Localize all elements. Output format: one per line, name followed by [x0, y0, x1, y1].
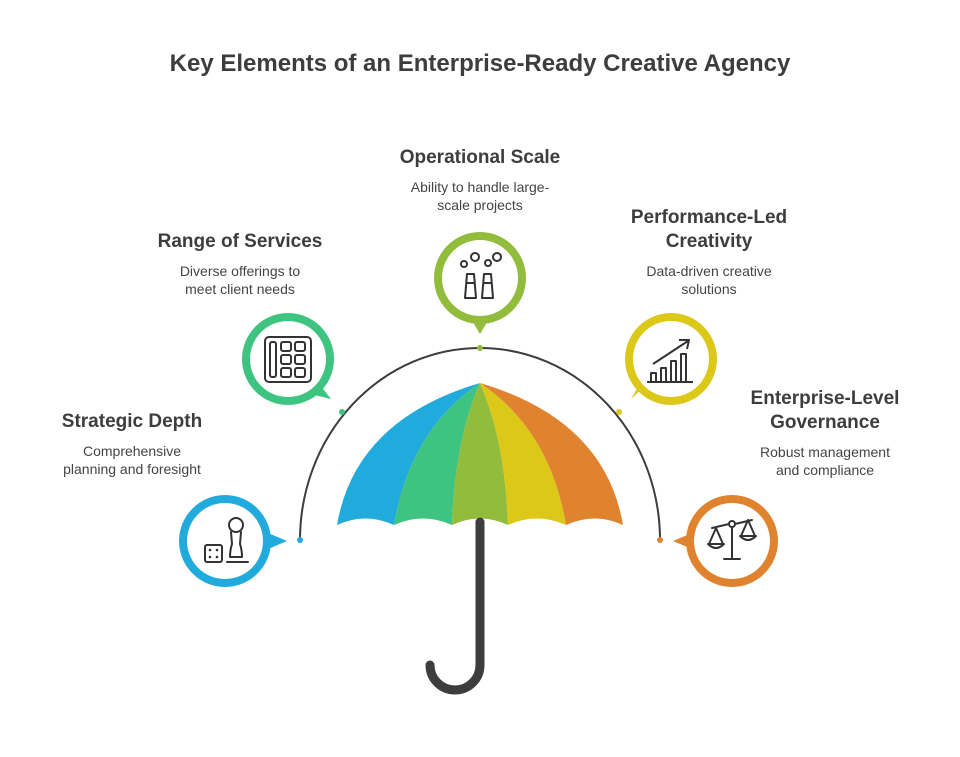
palette-grid-icon — [264, 336, 312, 383]
canopy-panel-green — [394, 383, 480, 525]
arc-dot-orange — [657, 537, 663, 543]
arc-dot-blue — [297, 537, 303, 543]
growth-chart-icon — [647, 339, 693, 383]
chess-dice-icon — [204, 517, 249, 563]
scales-icon — [707, 519, 757, 560]
bubble-strategic-depth — [179, 495, 287, 587]
description-operational-scale: Ability to handle large- scale projects — [410, 179, 550, 213]
heading-strategic-depth: Strategic Depth — [61, 411, 203, 432]
label-performance-led-creativity: Performance-Led Creativity Data-driven c… — [609, 206, 809, 298]
page-title: Key Elements of an Enterprise-Ready Crea… — [169, 50, 791, 77]
canopy-panel-yellow — [480, 383, 566, 525]
description-performance-led-creativity: Data-driven creative solutions — [646, 263, 772, 297]
canopy-panel-blue — [337, 383, 480, 525]
bubble-enterprise-level-governance — [673, 495, 778, 587]
heading-operational-scale: Operational Scale — [399, 147, 561, 168]
arc-dot-yellow — [616, 409, 622, 415]
heading-performance-led-creativity: Performance-Led Creativity — [630, 207, 788, 252]
label-strategic-depth: Strategic Depth Comprehensive planning a… — [32, 410, 232, 478]
canopy-panel-olive — [452, 383, 508, 525]
description-strategic-depth: Comprehensive planning and foresight — [63, 443, 201, 477]
bubble-operational-scale — [434, 232, 526, 334]
canopy-panel-orange — [480, 383, 623, 525]
bubble-range-of-services — [242, 313, 334, 405]
arc-dot-green — [339, 409, 345, 415]
label-range-of-services: Range of Services Diverse offerings to m… — [140, 230, 340, 298]
label-operational-scale: Operational Scale Ability to handle larg… — [380, 146, 580, 214]
label-enterprise-level-governance: Enterprise-Level Governance Robust manag… — [725, 387, 925, 479]
description-range-of-services: Diverse offerings to meet client needs — [179, 263, 301, 297]
umbrella-handle — [425, 517, 485, 695]
heading-range-of-services: Range of Services — [157, 231, 323, 252]
bubble-performance-led-creativity — [625, 313, 717, 405]
arc-dot-olive — [477, 345, 483, 351]
umbrella-canopy — [337, 383, 623, 525]
description-enterprise-level-governance: Robust management and compliance — [760, 444, 890, 478]
factory-icon — [460, 252, 502, 299]
heading-enterprise-level-governance: Enterprise-Level Governance — [750, 388, 900, 433]
